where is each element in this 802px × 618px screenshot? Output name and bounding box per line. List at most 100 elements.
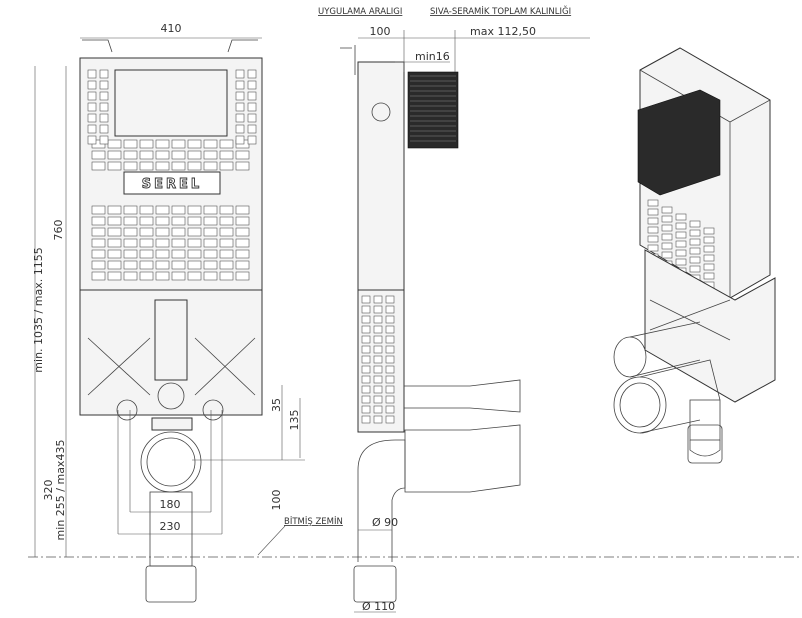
grid-cell	[91, 249, 106, 259]
grid-cell	[219, 150, 234, 160]
grid-cell	[385, 385, 395, 394]
side-dimensions: 100 min16 max 112,50 Ø 90 Ø 110	[354, 25, 590, 613]
grid-cell	[87, 124, 97, 134]
grid-cell	[203, 249, 218, 259]
grid-cell	[385, 325, 395, 334]
logo-badge	[123, 171, 221, 195]
grid-cell	[689, 220, 701, 228]
grid-cell	[361, 325, 371, 334]
grid-cell	[235, 124, 245, 134]
grid-cell	[187, 249, 202, 259]
grid-cell	[703, 227, 715, 235]
grid-cell	[247, 69, 257, 79]
grid-cell	[361, 395, 371, 404]
grid-cell	[203, 139, 218, 149]
grid-cell	[123, 249, 138, 259]
grid-cell	[107, 271, 122, 281]
front-view: SEREL	[79, 39, 263, 603]
grid-cell	[187, 150, 202, 160]
grid-cell	[187, 161, 202, 171]
grid-cell	[155, 161, 170, 171]
grid-cell	[155, 260, 170, 270]
grid-cell	[385, 415, 395, 424]
grid-cell	[235, 150, 250, 160]
grid-cell	[647, 244, 659, 252]
grid-cell	[373, 325, 383, 334]
grid-cell	[689, 256, 701, 264]
grid-cell	[247, 80, 257, 90]
application-range-label: UYGULAMA ARALIGI	[318, 7, 402, 17]
grid-cell	[385, 365, 395, 374]
dim-drain-height: 320	[42, 480, 55, 501]
grid-cell	[155, 216, 170, 226]
iso-flush-pipe	[613, 336, 647, 378]
grid-cell	[107, 161, 122, 171]
grid-cell	[171, 161, 186, 171]
grid-cell	[235, 249, 250, 259]
flush-outlet	[157, 382, 185, 410]
grid-cell	[123, 260, 138, 270]
grid-cell	[91, 238, 106, 248]
grid-cell	[647, 226, 659, 234]
grid-cell	[91, 150, 106, 160]
grid-cell	[661, 233, 673, 241]
grid-cell	[203, 238, 218, 248]
grid-cell	[361, 295, 371, 304]
grid-cell	[373, 315, 383, 324]
grid-cell	[99, 91, 109, 101]
grid-cell	[139, 260, 154, 270]
dim-width: 410	[161, 22, 182, 35]
drain-elbow	[140, 431, 202, 493]
grid-cell	[373, 405, 383, 414]
dim-pipe-110: Ø 110	[362, 600, 395, 613]
grid-cell	[107, 260, 122, 270]
grid-cell	[247, 91, 257, 101]
tile-thickness	[407, 71, 459, 149]
grid-cell	[203, 216, 218, 226]
grid-cell	[647, 199, 659, 207]
grid-cell	[87, 135, 97, 145]
grid-cell	[139, 238, 154, 248]
grid-cell	[139, 249, 154, 259]
grid-cell	[203, 271, 218, 281]
grid-cell	[361, 315, 371, 324]
floor-label: BİTMİŞ ZEMİN	[284, 516, 343, 527]
grid-cell	[203, 227, 218, 237]
grid-cell	[139, 139, 154, 149]
grid-cell	[235, 135, 245, 145]
drain-connector	[404, 424, 521, 493]
grid-cell	[361, 335, 371, 344]
grid-cell	[155, 150, 170, 160]
iso-coupling	[687, 424, 723, 464]
grid-cell	[99, 124, 109, 134]
grid-cell	[139, 227, 154, 237]
grid-cell	[385, 315, 395, 324]
grid-cell	[661, 242, 673, 250]
grid-cell	[385, 375, 395, 384]
grid-cell	[235, 227, 250, 237]
grid-cell	[171, 205, 186, 215]
grid-cell	[139, 205, 154, 215]
grid-cell	[247, 113, 257, 123]
dim-max-thickness: max 112,50	[470, 25, 536, 38]
grid-cell	[689, 265, 701, 273]
grid-cell	[171, 150, 186, 160]
grid-cell	[203, 260, 218, 270]
grid-cell	[187, 139, 202, 149]
dim-application-depth: 100	[370, 25, 391, 38]
grid-cell	[219, 249, 234, 259]
grid-cell	[139, 216, 154, 226]
grid-cell	[703, 245, 715, 253]
grid-cell	[91, 161, 106, 171]
iso-tile-block	[637, 89, 721, 196]
grid-cell	[373, 365, 383, 374]
grid-cell	[155, 249, 170, 259]
grid-cell	[187, 227, 202, 237]
grid-cell	[373, 345, 383, 354]
grid-cell	[107, 238, 122, 248]
side-pipe-coupling	[353, 565, 397, 603]
grid-cell	[247, 124, 257, 134]
grid-cell	[87, 113, 97, 123]
grid-cell	[361, 375, 371, 384]
